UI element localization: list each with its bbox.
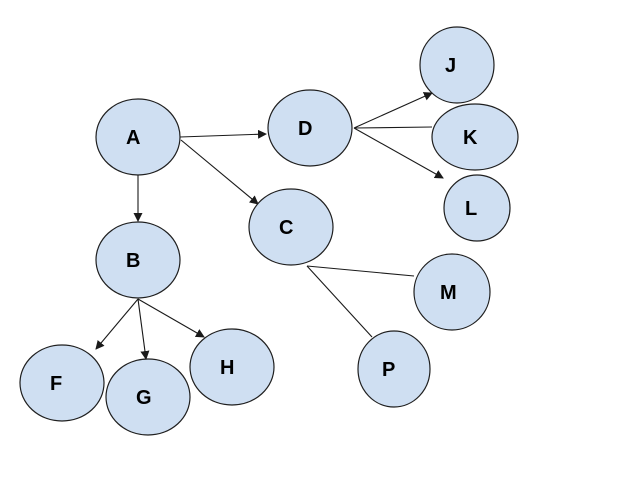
edge-b-to-g: [137, 298, 150, 360]
edge-d-to-k: [353, 126, 433, 129]
edge-d-to-l: [353, 127, 444, 179]
node-circle-b: [95, 221, 181, 299]
node-a: A: [95, 98, 181, 176]
node-d: D: [267, 89, 353, 167]
node-label-p: P: [382, 359, 395, 381]
node-label-g: G: [136, 387, 152, 409]
node-p: P: [357, 330, 431, 408]
node-label-l: L: [465, 198, 477, 220]
node-l: L: [443, 174, 511, 242]
node-label-h: H: [220, 357, 234, 379]
edge-a-to-c: [180, 139, 259, 205]
edge-c-to-p: [306, 265, 373, 338]
node-k: K: [431, 103, 519, 171]
node-label-d: D: [298, 118, 312, 140]
node-circle-h: [189, 328, 275, 406]
node-circle-d: [267, 89, 353, 167]
node-b: B: [95, 221, 181, 299]
node-f: F: [19, 344, 105, 422]
node-c: C: [248, 188, 334, 266]
node-circle-k: [431, 103, 519, 171]
node-circle-f: [19, 344, 105, 422]
node-label-j: J: [445, 55, 456, 77]
node-label-k: K: [463, 127, 478, 149]
node-label-a: A: [126, 127, 140, 149]
node-circle-l: [443, 174, 511, 242]
node-circle-a: [95, 98, 181, 176]
node-label-f: F: [50, 373, 62, 395]
edges-layer: [95, 92, 444, 360]
edge-b-to-f: [95, 298, 139, 350]
edge-c-to-m: [306, 265, 415, 277]
node-m: M: [413, 253, 491, 331]
node-circle-j: [419, 26, 495, 104]
node-circle-c: [248, 188, 334, 266]
node-h: H: [189, 328, 275, 406]
nodes-layer: A B C D F G H J K L M P: [19, 26, 519, 436]
node-circle-p: [357, 330, 431, 408]
node-circle-g: [105, 358, 191, 436]
node-circle-m: [413, 253, 491, 331]
edge-d-to-j: [353, 92, 433, 129]
edge-a-to-d: [179, 129, 267, 139]
node-label-c: C: [279, 217, 293, 239]
edge-b-to-h: [137, 298, 205, 338]
node-g: G: [105, 358, 191, 436]
node-j: J: [419, 26, 495, 104]
node-label-b: B: [126, 250, 140, 272]
node-label-m: M: [440, 282, 457, 304]
